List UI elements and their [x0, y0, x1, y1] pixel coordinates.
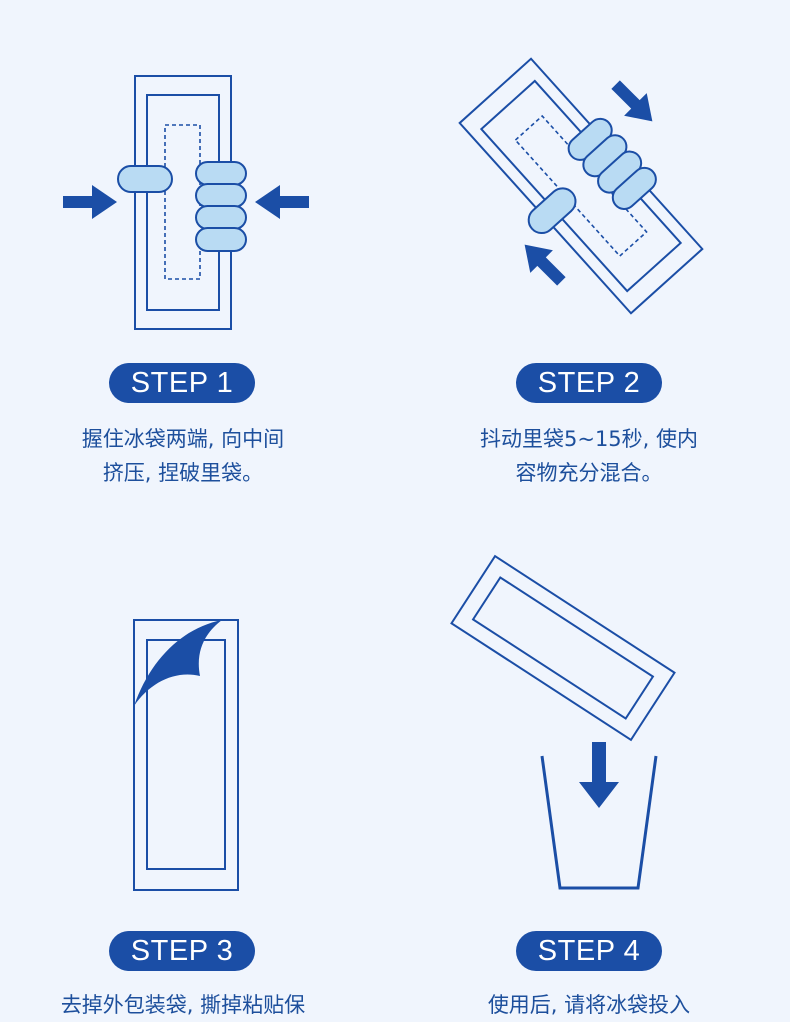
- ice-pack-icon: [460, 59, 703, 313]
- arrow-down-right-icon: [604, 73, 663, 132]
- arrow-down-icon: [579, 742, 619, 808]
- step1-description: 握住冰袋两端, 向中间 挤压, 捏破里袋。: [18, 422, 348, 490]
- step4-badge: STEP 4: [516, 931, 662, 971]
- step2-description: 抖动里袋5~15秒, 使内 容物充分混合。: [424, 422, 754, 490]
- step3-badge: STEP 3: [109, 931, 255, 971]
- step1-description-line-1: 握住冰袋两端, 向中间: [18, 422, 348, 456]
- step3-description-line-1: 去掉外包装袋, 撕掉粘贴保: [18, 988, 348, 1022]
- step1-illustration: [63, 76, 309, 329]
- step4-description-line-1: 使用后, 请将冰袋投入: [424, 988, 754, 1022]
- step2-badge: STEP 2: [516, 363, 662, 403]
- arrow-right-icon: [63, 185, 117, 219]
- arrow-left-icon: [255, 185, 309, 219]
- step4-illustration: [451, 556, 674, 888]
- arrow-up-left-icon: [513, 233, 572, 292]
- step4-description: 使用后, 请将冰袋投入: [424, 988, 754, 1022]
- illustrations: [0, 0, 790, 1000]
- step2-description-line-1: 抖动里袋5~15秒, 使内: [424, 422, 754, 456]
- ice-pack-icon: [451, 556, 674, 740]
- step3-description: 去掉外包装袋, 撕掉粘贴保: [18, 988, 348, 1022]
- step1-badge: STEP 1: [109, 363, 255, 403]
- step3-illustration: [134, 620, 238, 890]
- step1-description-line-2: 挤压, 捏破里袋。: [18, 456, 348, 490]
- step2-illustration: [447, 49, 713, 325]
- step2-description-line-2: 容物充分混合。: [424, 456, 754, 490]
- hand-squeeze-icon: [118, 162, 246, 251]
